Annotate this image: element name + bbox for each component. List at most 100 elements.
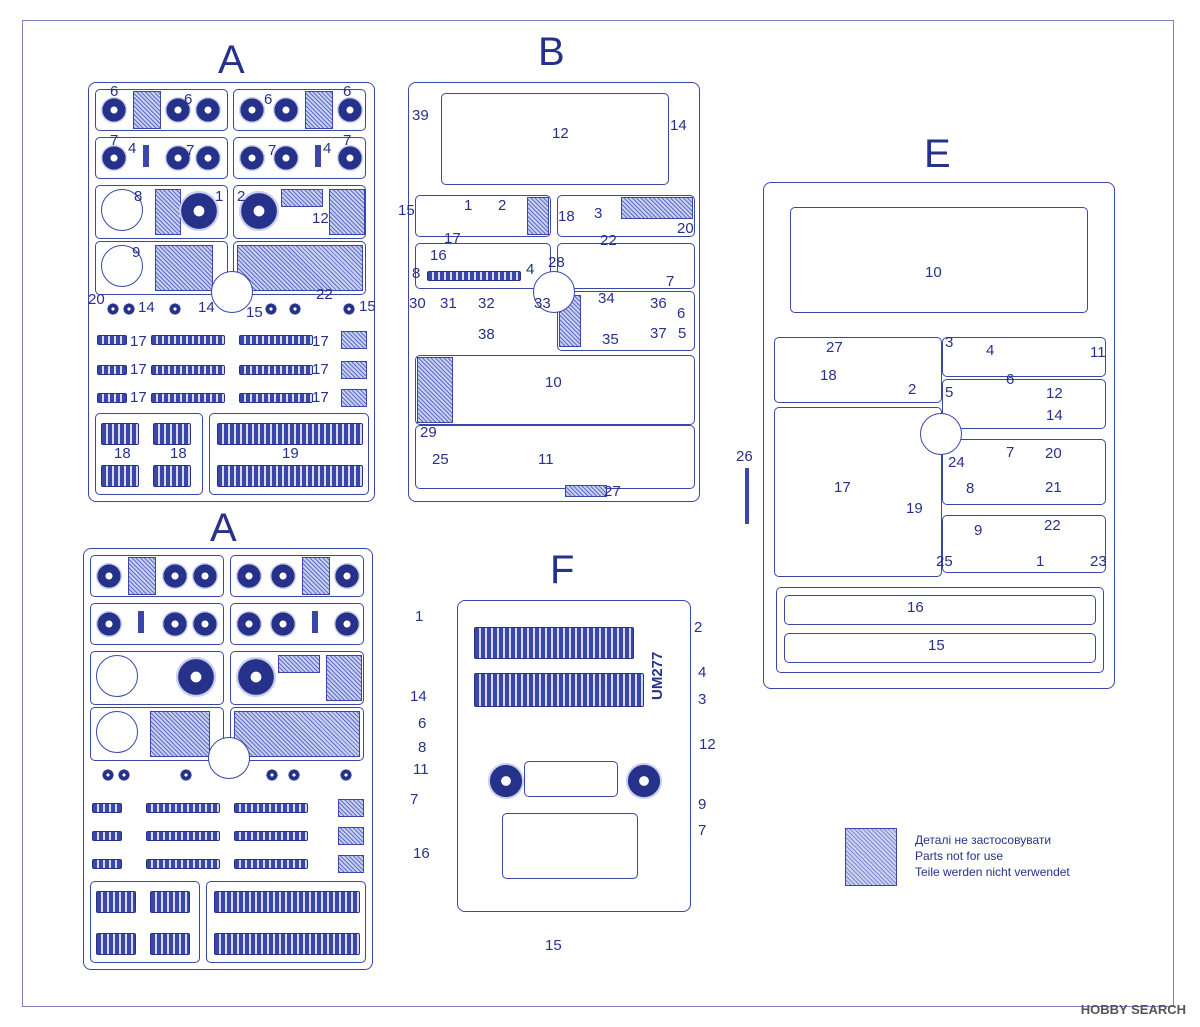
a-road-wheel (101, 97, 127, 123)
a-part-number-label: 15 (246, 304, 263, 321)
f-mesh-1 (474, 627, 634, 659)
b-cell-18 (557, 195, 695, 237)
a-part-number-label: 1 (215, 188, 224, 205)
a-road-wheel (195, 145, 221, 171)
a2-track-links (92, 803, 122, 813)
b-part-number-label: 36 (650, 295, 667, 312)
a-part-number-label: 18 (170, 445, 187, 462)
a-track-links (97, 393, 127, 403)
a-track-run (101, 423, 139, 445)
a-sprocket (239, 191, 279, 231)
b-part-number-label: 10 (545, 374, 562, 391)
a2-track-run (150, 891, 190, 913)
a-unused-part (341, 331, 367, 349)
b-part-number-label: 34 (598, 290, 615, 307)
b-part-8 (427, 271, 521, 281)
a-cell-track-left (95, 413, 203, 495)
b-part-number-label: 1 (464, 197, 473, 214)
a-track-links (151, 335, 225, 345)
a2-cell-row1-right (230, 555, 364, 597)
e-part-15 (784, 633, 1096, 663)
a2-road-wheel (236, 563, 262, 589)
b-part-number-label: 18 (558, 208, 575, 225)
a-sprocket (179, 191, 219, 231)
b-part-number-label: 27 (604, 483, 621, 500)
a-track-run (153, 423, 191, 445)
e-part-number-label: 16 (907, 599, 924, 616)
a-small-disc (123, 303, 135, 315)
f-part-number-label: 3 (698, 691, 707, 708)
e-cell-17 (774, 407, 942, 577)
sprue-e (763, 182, 1115, 689)
a2-cell-track-right (206, 881, 366, 963)
a-part-number-label: 14 (198, 299, 215, 316)
a2-track-links (146, 831, 220, 841)
a-part-number-label: 14 (138, 299, 155, 316)
a2-unused-part (150, 711, 210, 757)
a-part-number-label: 19 (282, 445, 299, 462)
b-part-number-label: 11 (538, 451, 554, 468)
b-part-number-label: 28 (548, 254, 565, 271)
b-part-number-label: 7 (666, 273, 675, 290)
a-cell-row2-left (95, 137, 228, 179)
a2-road-wheel (270, 563, 296, 589)
b-part-number-label: 35 (602, 331, 619, 348)
a2-track-links (92, 831, 122, 841)
a-road-wheel (273, 145, 299, 171)
f-mesh-2 (474, 673, 644, 707)
e-cell-27 (774, 337, 942, 403)
a-road-wheel (165, 145, 191, 171)
e-part-number-label: 1 (1036, 553, 1045, 570)
f-part-9 (524, 761, 618, 797)
a-road-wheel (239, 145, 265, 171)
a-part-number-label: 7 (343, 132, 352, 149)
sprue-a-top (88, 82, 375, 502)
a-track-run (101, 465, 139, 487)
a2-road-wheel (162, 563, 188, 589)
a2-small-disc (180, 769, 192, 781)
e-sprue-hole (920, 413, 962, 455)
a-cell-row1-left (95, 89, 228, 131)
sprue-letter-b: B (538, 30, 565, 74)
b-part-number-label: 25 (432, 451, 449, 468)
a-small-disc (265, 303, 277, 315)
a-part-number-label: 17 (312, 389, 329, 406)
f-part-number-label: 4 (698, 664, 707, 681)
e-part-number-label: 24 (948, 454, 965, 471)
e-part-number-label: 12 (1046, 385, 1063, 402)
e-part-number-label: 8 (966, 480, 975, 497)
a-cell-row1-right (233, 89, 366, 131)
a-unused-part (329, 189, 365, 235)
a-small-part (315, 145, 321, 167)
a-part-number-label: 17 (312, 333, 329, 350)
b-sprue-hole (533, 271, 575, 313)
sprue-b (408, 82, 700, 502)
a2-road-wheel (192, 563, 218, 589)
b-unused-part (527, 197, 549, 235)
a2-road-wheel (236, 611, 262, 637)
a2-small-disc (288, 769, 300, 781)
b-part-number-label: 38 (478, 326, 495, 343)
b-part-number-label: 12 (552, 125, 569, 142)
a-part-number-label: 22 (316, 286, 333, 303)
f-part-number-label: 16 (413, 845, 430, 862)
f-part-16 (502, 813, 638, 879)
a2-small-disc (102, 769, 114, 781)
a-small-disc (169, 303, 181, 315)
a-part-number-label: 7 (268, 142, 277, 159)
b-part-number-label: 14 (670, 117, 687, 134)
b-part-number-label: 5 (678, 325, 687, 342)
f-part-number-label: 7 (410, 791, 419, 808)
a2-road-wheel (96, 611, 122, 637)
f-code-label: UM277 (649, 651, 666, 700)
b-part-number-label: 32 (478, 295, 495, 312)
a-road-wheel (239, 97, 265, 123)
b-part-number-label: 22 (600, 232, 617, 249)
a2-track-links (92, 859, 122, 869)
e-cell-3 (942, 337, 1106, 377)
b-part-number-label: 30 (409, 295, 426, 312)
a2-idler-wheel (96, 655, 138, 697)
e-part-number-label: 5 (945, 384, 954, 401)
b-cell-22 (557, 243, 695, 289)
a2-track-links (234, 831, 308, 841)
